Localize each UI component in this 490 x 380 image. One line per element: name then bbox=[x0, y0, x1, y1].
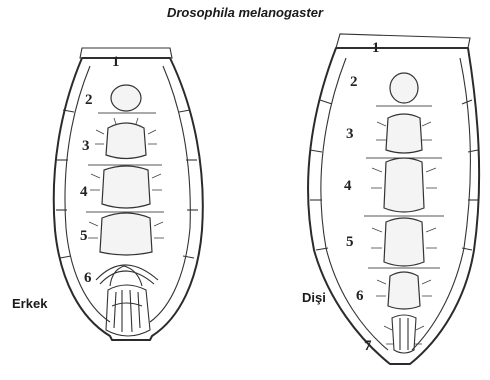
male-segment-number: 3 bbox=[82, 138, 90, 154]
male-sternite-4 bbox=[86, 166, 164, 212]
female-segment-number: 6 bbox=[356, 288, 364, 304]
male-segment-number: 1 bbox=[112, 54, 120, 70]
male-inner-contour-right bbox=[150, 66, 190, 322]
female-segment-number: 5 bbox=[346, 234, 354, 250]
female-sternite-5 bbox=[368, 218, 440, 268]
female-segment-number: 7 bbox=[364, 338, 372, 354]
female-ovipositor bbox=[384, 315, 424, 353]
female-sternite-2 bbox=[376, 73, 432, 106]
female-segment-number: 2 bbox=[350, 74, 358, 90]
female-sternite-6 bbox=[388, 272, 420, 309]
male-top-band bbox=[80, 48, 172, 58]
male-abdomen: 1 2 3 4 5 6 bbox=[54, 48, 203, 340]
female-segment-number: 4 bbox=[344, 178, 352, 194]
female-segment-number: 1 bbox=[372, 40, 380, 56]
male-segment-number: 6 bbox=[84, 270, 92, 286]
male-segment-number: 5 bbox=[80, 228, 88, 244]
male-genitalia bbox=[106, 285, 150, 336]
female-sternite-4 bbox=[364, 158, 444, 216]
female-segment-number: 3 bbox=[346, 126, 354, 142]
male-sternite-2 bbox=[98, 85, 156, 113]
female-abdomen: 1 2 3 4 5 6 7 bbox=[308, 34, 479, 364]
male-segment-6 bbox=[96, 265, 158, 286]
male-sternite-5 bbox=[100, 213, 152, 255]
male-segment-number: 4 bbox=[80, 184, 88, 200]
female-top-band bbox=[336, 34, 470, 48]
male-segment-number: 2 bbox=[85, 92, 93, 108]
female-inner-contour bbox=[321, 58, 388, 350]
female-sternite-3 bbox=[366, 114, 442, 158]
